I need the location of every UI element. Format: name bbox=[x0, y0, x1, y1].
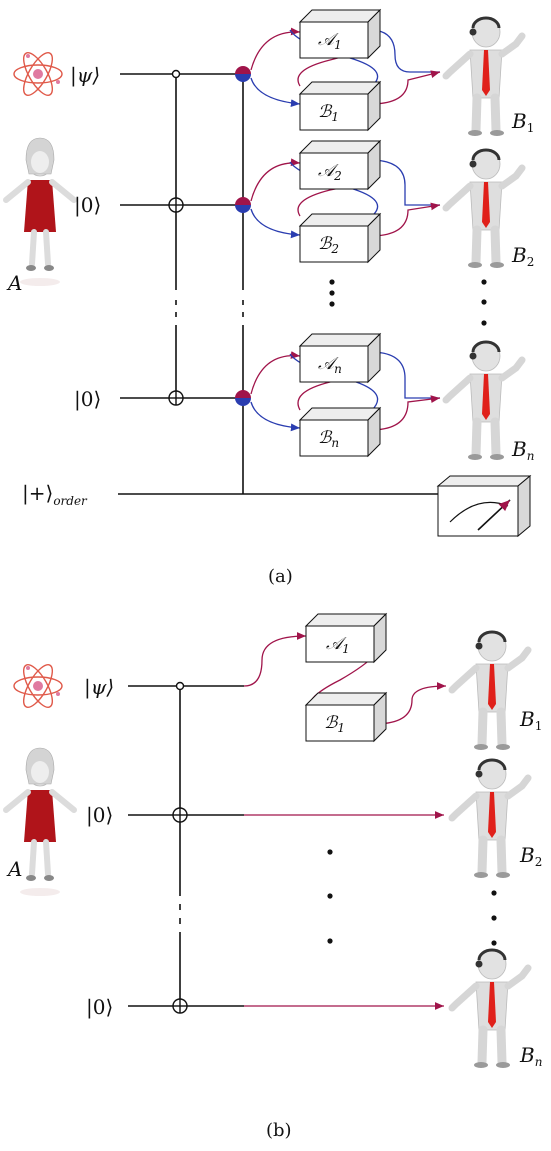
box-An: 𝒜n bbox=[298, 332, 382, 384]
receiver-ellipsis-a bbox=[481, 279, 487, 326]
alice-label: A bbox=[6, 271, 22, 295]
box-A1-b: 𝒜1 bbox=[304, 612, 388, 664]
atom-icon-b bbox=[13, 660, 63, 712]
cnot-targets-a bbox=[168, 197, 184, 406]
receiver-B2-figure-b bbox=[452, 759, 528, 878]
switch-balls bbox=[235, 66, 251, 406]
svg-text:ℬ1: ℬ1 bbox=[318, 102, 339, 124]
svg-text:𝒜2: 𝒜2 bbox=[318, 161, 342, 183]
cnot-targets-b bbox=[172, 807, 188, 1014]
wires-a bbox=[118, 73, 450, 495]
svg-text:ℬn: ℬn bbox=[318, 428, 339, 450]
alice-label-b: A bbox=[6, 857, 22, 881]
input-zero-1-label-b: |0⟩ bbox=[86, 803, 113, 828]
atom-icon bbox=[13, 48, 63, 100]
box-A2-letter: 𝒜 bbox=[318, 161, 339, 181]
box-A2: 𝒜2 bbox=[298, 139, 382, 191]
receiver-ellipsis-b bbox=[491, 890, 497, 946]
box-B1: ℬ1 bbox=[298, 80, 382, 132]
input-psi-label: |ψ⟩ bbox=[70, 63, 100, 88]
middle-ellipsis-b bbox=[327, 849, 333, 944]
box-A1-letter: 𝒜 bbox=[318, 30, 339, 50]
box-An-index: n bbox=[334, 362, 342, 376]
panel-b: A |ψ⟩ |0⟩ |0⟩ 𝒜1 bbox=[6, 612, 542, 1141]
control-ket: |+⟩ bbox=[22, 481, 53, 506]
box-A1-b-letter: 𝒜 bbox=[326, 634, 347, 654]
box-Bn-letter: ℬ bbox=[318, 428, 333, 448]
input-zero-1-label: |0⟩ bbox=[74, 193, 101, 218]
box-A1: 𝒜1 bbox=[298, 8, 382, 60]
input-zero-2-label: |0⟩ bbox=[74, 387, 101, 412]
measurement-meter bbox=[436, 474, 532, 538]
box-B1-b-letter: ℬ bbox=[324, 713, 339, 733]
receiver-Bn-label: Bn bbox=[511, 437, 534, 463]
svg-text:𝒜1: 𝒜1 bbox=[326, 634, 350, 656]
box-A2-index: 2 bbox=[333, 169, 342, 183]
box-ellipsis-a bbox=[329, 279, 335, 307]
box-B1-b-index: 1 bbox=[337, 721, 345, 735]
receiver-Bn-figure-b bbox=[452, 949, 528, 1068]
receiver-Bn-label-b: Bn bbox=[519, 1043, 542, 1069]
receiver-B1-label: B1 bbox=[511, 109, 534, 135]
input-zero-2-label-b: |0⟩ bbox=[86, 995, 113, 1020]
paths-b bbox=[243, 632, 447, 1010]
control-subscript: order bbox=[53, 494, 88, 508]
svg-text:ℬ1: ℬ1 bbox=[324, 713, 345, 735]
box-B1-index: 1 bbox=[331, 110, 339, 124]
receiver-B1-figure-b bbox=[452, 631, 528, 750]
control-dot bbox=[171, 69, 181, 79]
receiver-B2-label-b: B2 bbox=[519, 843, 542, 869]
alice-figure bbox=[6, 138, 74, 286]
box-A1-b-index: 1 bbox=[342, 642, 350, 656]
receiver-B1-figure bbox=[446, 17, 522, 136]
caption-a: (a) bbox=[268, 566, 293, 587]
box-B2-letter: ℬ bbox=[318, 234, 333, 254]
box-B2: ℬ2 bbox=[298, 212, 382, 264]
control-label: |+⟩order bbox=[22, 481, 88, 508]
svg-text:ℬ2: ℬ2 bbox=[318, 234, 339, 256]
box-B1-b: ℬ1 bbox=[304, 691, 388, 743]
box-Bn-index: n bbox=[331, 436, 339, 450]
box-A1-index: 1 bbox=[334, 38, 342, 52]
svg-text:𝒜n: 𝒜n bbox=[318, 354, 342, 376]
panel-a: A |ψ⟩ |0⟩ |0⟩ |+⟩order bbox=[6, 8, 534, 587]
box-B1-letter: ℬ bbox=[318, 102, 333, 122]
box-B2-index: 2 bbox=[330, 242, 339, 256]
wires-b bbox=[128, 685, 244, 1007]
caption-b: (b) bbox=[266, 1120, 292, 1141]
input-psi-label-b: |ψ⟩ bbox=[84, 675, 114, 700]
receiver-B2-label: B2 bbox=[511, 243, 534, 269]
box-Bn: ℬn bbox=[298, 406, 382, 458]
control-dot-b bbox=[175, 681, 185, 691]
receiver-B1-label-b: B1 bbox=[519, 707, 542, 733]
svg-text:𝒜1: 𝒜1 bbox=[318, 30, 342, 52]
receiver-B2-figure bbox=[446, 149, 522, 268]
box-An-letter: 𝒜 bbox=[318, 354, 339, 374]
receiver-Bn-figure bbox=[446, 341, 522, 460]
